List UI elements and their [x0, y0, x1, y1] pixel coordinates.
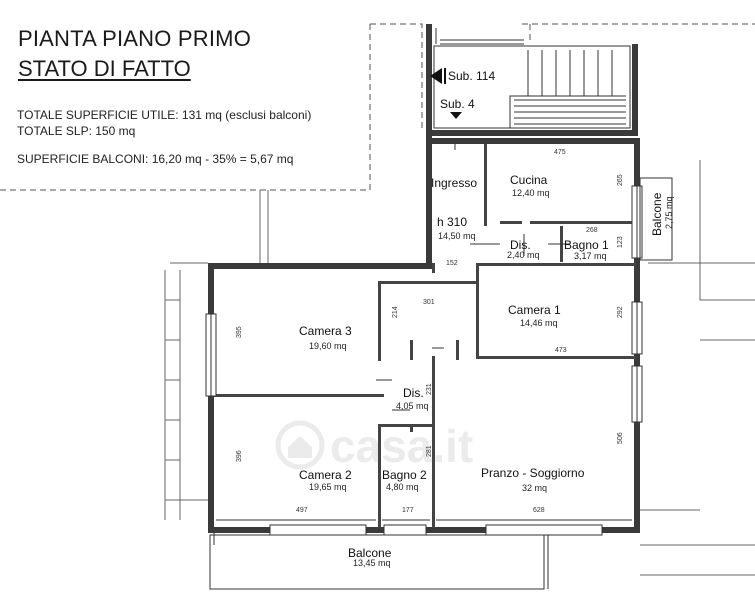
balcone-right	[639, 177, 673, 261]
room-dis-top-name: Dis.	[510, 238, 531, 252]
room-balcone-right-name: Balcone	[650, 192, 664, 236]
balcone-bottom	[209, 534, 545, 590]
room-camera1-area: 14,46 mq	[520, 318, 558, 328]
watermark: casa.it	[275, 420, 473, 472]
dim-497: 497	[296, 507, 308, 514]
dim-268: 268	[586, 227, 598, 234]
room-dis-mid-name: Dis.	[403, 386, 424, 400]
windows	[205, 185, 643, 536]
property-boundary	[0, 23, 755, 191]
site-context	[164, 160, 755, 576]
dim-177: 177	[402, 507, 414, 514]
window-soggiorno-bottom	[485, 524, 603, 536]
room-camera2-area: 19,65 mq	[309, 482, 347, 492]
interior-walls	[214, 144, 636, 528]
room-pranzo-name: Pranzo - Soggiorno	[481, 466, 585, 480]
door-swings	[216, 144, 632, 521]
staircase	[433, 28, 631, 129]
watermark-text: casa.it	[330, 420, 473, 472]
room-camera3-name: Camera 3	[299, 324, 352, 338]
window-camera2	[269, 524, 367, 536]
dim-265: 265	[617, 174, 624, 186]
room-bagno1-area: 3,17 mq	[574, 251, 607, 261]
info-slp: TOTALE SLP: 150 mq	[17, 124, 136, 138]
room-balcone-right-area: 2,75 mq	[664, 196, 674, 229]
balconies	[209, 177, 673, 590]
dim-475: 475	[554, 149, 566, 156]
sub-markers: Sub. 114 Sub. 4	[430, 68, 495, 119]
room-camera3-area: 19,60 mq	[309, 341, 347, 351]
room-labels: Ingresso h 310 14,50 mq Cucina 12,40 mq …	[299, 173, 674, 568]
dimension-labels: 475 265 268 123 152 301 214 395 292 473 …	[236, 149, 624, 514]
room-dis-mid-area: 4,05 mq	[396, 401, 429, 411]
room-balcone-bottom-area: 13,45 mq	[353, 558, 391, 568]
dim-506: 506	[617, 432, 624, 444]
info-superficie-balconi: SUPERFICIE BALCONI: 16,20 mq - 35% = 5,6…	[17, 152, 294, 166]
room-dis-top-area: 2,40 mq	[507, 250, 540, 260]
dim-396: 396	[236, 450, 243, 462]
room-camera2-name: Camera 2	[299, 468, 352, 482]
room-bagno2-name: Bagno 2	[382, 468, 427, 482]
sub114-label: Sub. 114	[448, 69, 495, 83]
dim-395: 395	[236, 326, 243, 338]
room-bagno2-area: 4,80 mq	[386, 482, 419, 492]
room-camera1-name: Camera 1	[508, 303, 561, 317]
room-pranzo-area: 32 mq	[522, 483, 547, 493]
dim-214: 214	[392, 306, 399, 318]
room-bagno1-name: Bagno 1	[564, 238, 609, 252]
room-ingresso-area: 14,50 mq	[438, 231, 476, 241]
room-cucina-name: Cucina	[510, 173, 548, 187]
dim-292: 292	[617, 306, 624, 318]
room-ingresso-height: h 310	[437, 215, 467, 229]
dim-123: 123	[617, 236, 624, 248]
dim-628: 628	[533, 507, 545, 514]
info-superficie-utile: TOTALE SUPERFICIE UTILE: 131 mq (esclusi…	[17, 108, 312, 122]
room-cucina-area: 12,40 mq	[512, 188, 550, 198]
window-bagno2	[383, 524, 427, 536]
room-ingresso-name: Ingresso	[431, 176, 477, 190]
dim-473: 473	[555, 347, 567, 354]
dim-301: 301	[423, 299, 435, 306]
dim-281: 281	[426, 445, 433, 457]
room-balcone-bottom-name: Balcone	[348, 546, 392, 560]
dim-231: 231	[426, 383, 433, 395]
sub4-label: Sub. 4	[440, 97, 475, 111]
sub114-arrow-icon	[430, 68, 442, 84]
dim-152: 152	[446, 260, 458, 267]
plan-title: PIANTA PIANO PRIMO	[18, 26, 252, 51]
plan-subtitle: STATO DI FATTO	[18, 56, 191, 81]
sub4-arrow-icon	[450, 112, 462, 119]
